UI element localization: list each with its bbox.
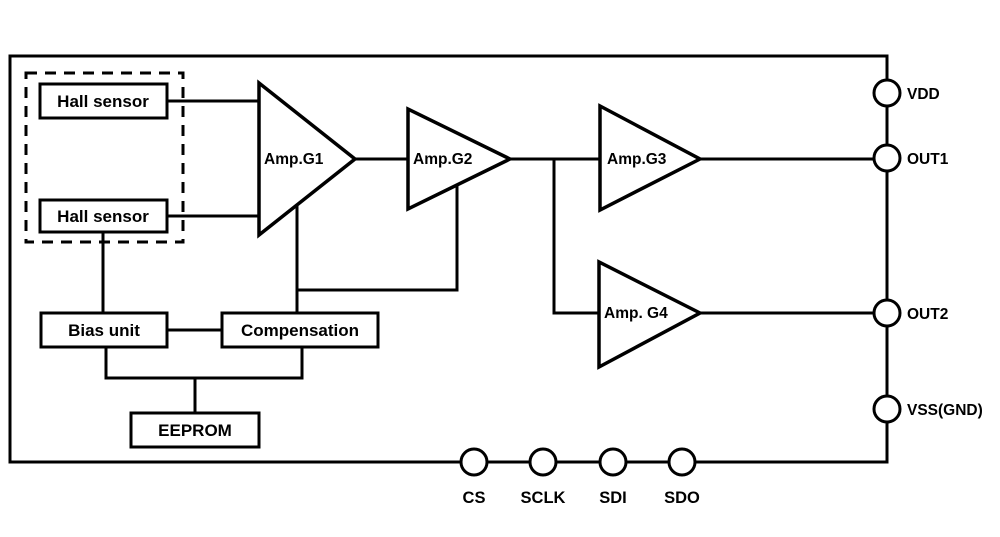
pin-sdo-label: SDO: [664, 489, 700, 507]
compensation-label: Compensation: [241, 321, 359, 340]
pin-sclk-circle: [528, 447, 558, 477]
pin-out2-circle: [872, 298, 902, 328]
amp-g3-label: Amp.G3: [607, 151, 667, 168]
bias-unit-box: [39, 311, 169, 349]
right-pins: VDD OUT1 OUT2 VSS(GND): [872, 78, 983, 424]
wire-bias-compensation-bus: [104, 347, 304, 380]
pin-cs-label: CS: [463, 489, 486, 507]
amp-g4-triangle: [597, 259, 704, 370]
pin-out1-circle: [872, 143, 902, 173]
pin-out1-label: OUT1: [907, 151, 949, 168]
bottom-pins: CS SCLK SDI SDO: [459, 447, 700, 507]
hall-sensor-2-box: [38, 198, 169, 234]
eeprom-box: [129, 411, 261, 449]
wire-branch-to-ampg4: [552, 159, 600, 315]
pin-cs-circle: [459, 447, 489, 477]
blocks: Hall sensor Hall sensor Bias unit Compen…: [38, 82, 380, 449]
wires: [101, 99, 887, 413]
amplifiers: Amp.G1 Amp.G2 Amp.G3 Amp. G4: [257, 79, 704, 370]
amp-g4-label: Amp. G4: [604, 305, 668, 322]
pin-sdi-label: SDI: [599, 489, 627, 507]
ic-boundary-rect: [8, 54, 889, 464]
pin-vss-gnd-label: VSS(GND): [907, 402, 983, 419]
pin-vss-gnd-circle: [872, 394, 902, 424]
compensation-box: [220, 311, 380, 349]
amp-g1-triangle: [257, 79, 358, 239]
pin-vdd-circle: [872, 78, 902, 108]
hall-sensor-1-label: Hall sensor: [57, 92, 149, 111]
hall-sensor-1-box: [38, 82, 169, 120]
pin-vdd-label: VDD: [907, 86, 940, 103]
amp-g2-triangle: [406, 106, 514, 212]
amp-g2-label: Amp.G2: [413, 151, 472, 168]
pin-out2-label: OUT2: [907, 306, 948, 323]
amp-g1-label: Amp.G1: [264, 151, 324, 168]
hall-sensor-2-label: Hall sensor: [57, 207, 149, 226]
amp-g3-triangle: [598, 103, 704, 213]
pin-sclk-label: SCLK: [521, 489, 566, 507]
wire-compensation-to-ampg2: [297, 185, 459, 292]
bias-unit-label: Bias unit: [68, 321, 140, 340]
eeprom-label: EEPROM: [158, 421, 232, 440]
pin-sdi-circle: [598, 447, 628, 477]
pin-sdo-circle: [667, 447, 697, 477]
